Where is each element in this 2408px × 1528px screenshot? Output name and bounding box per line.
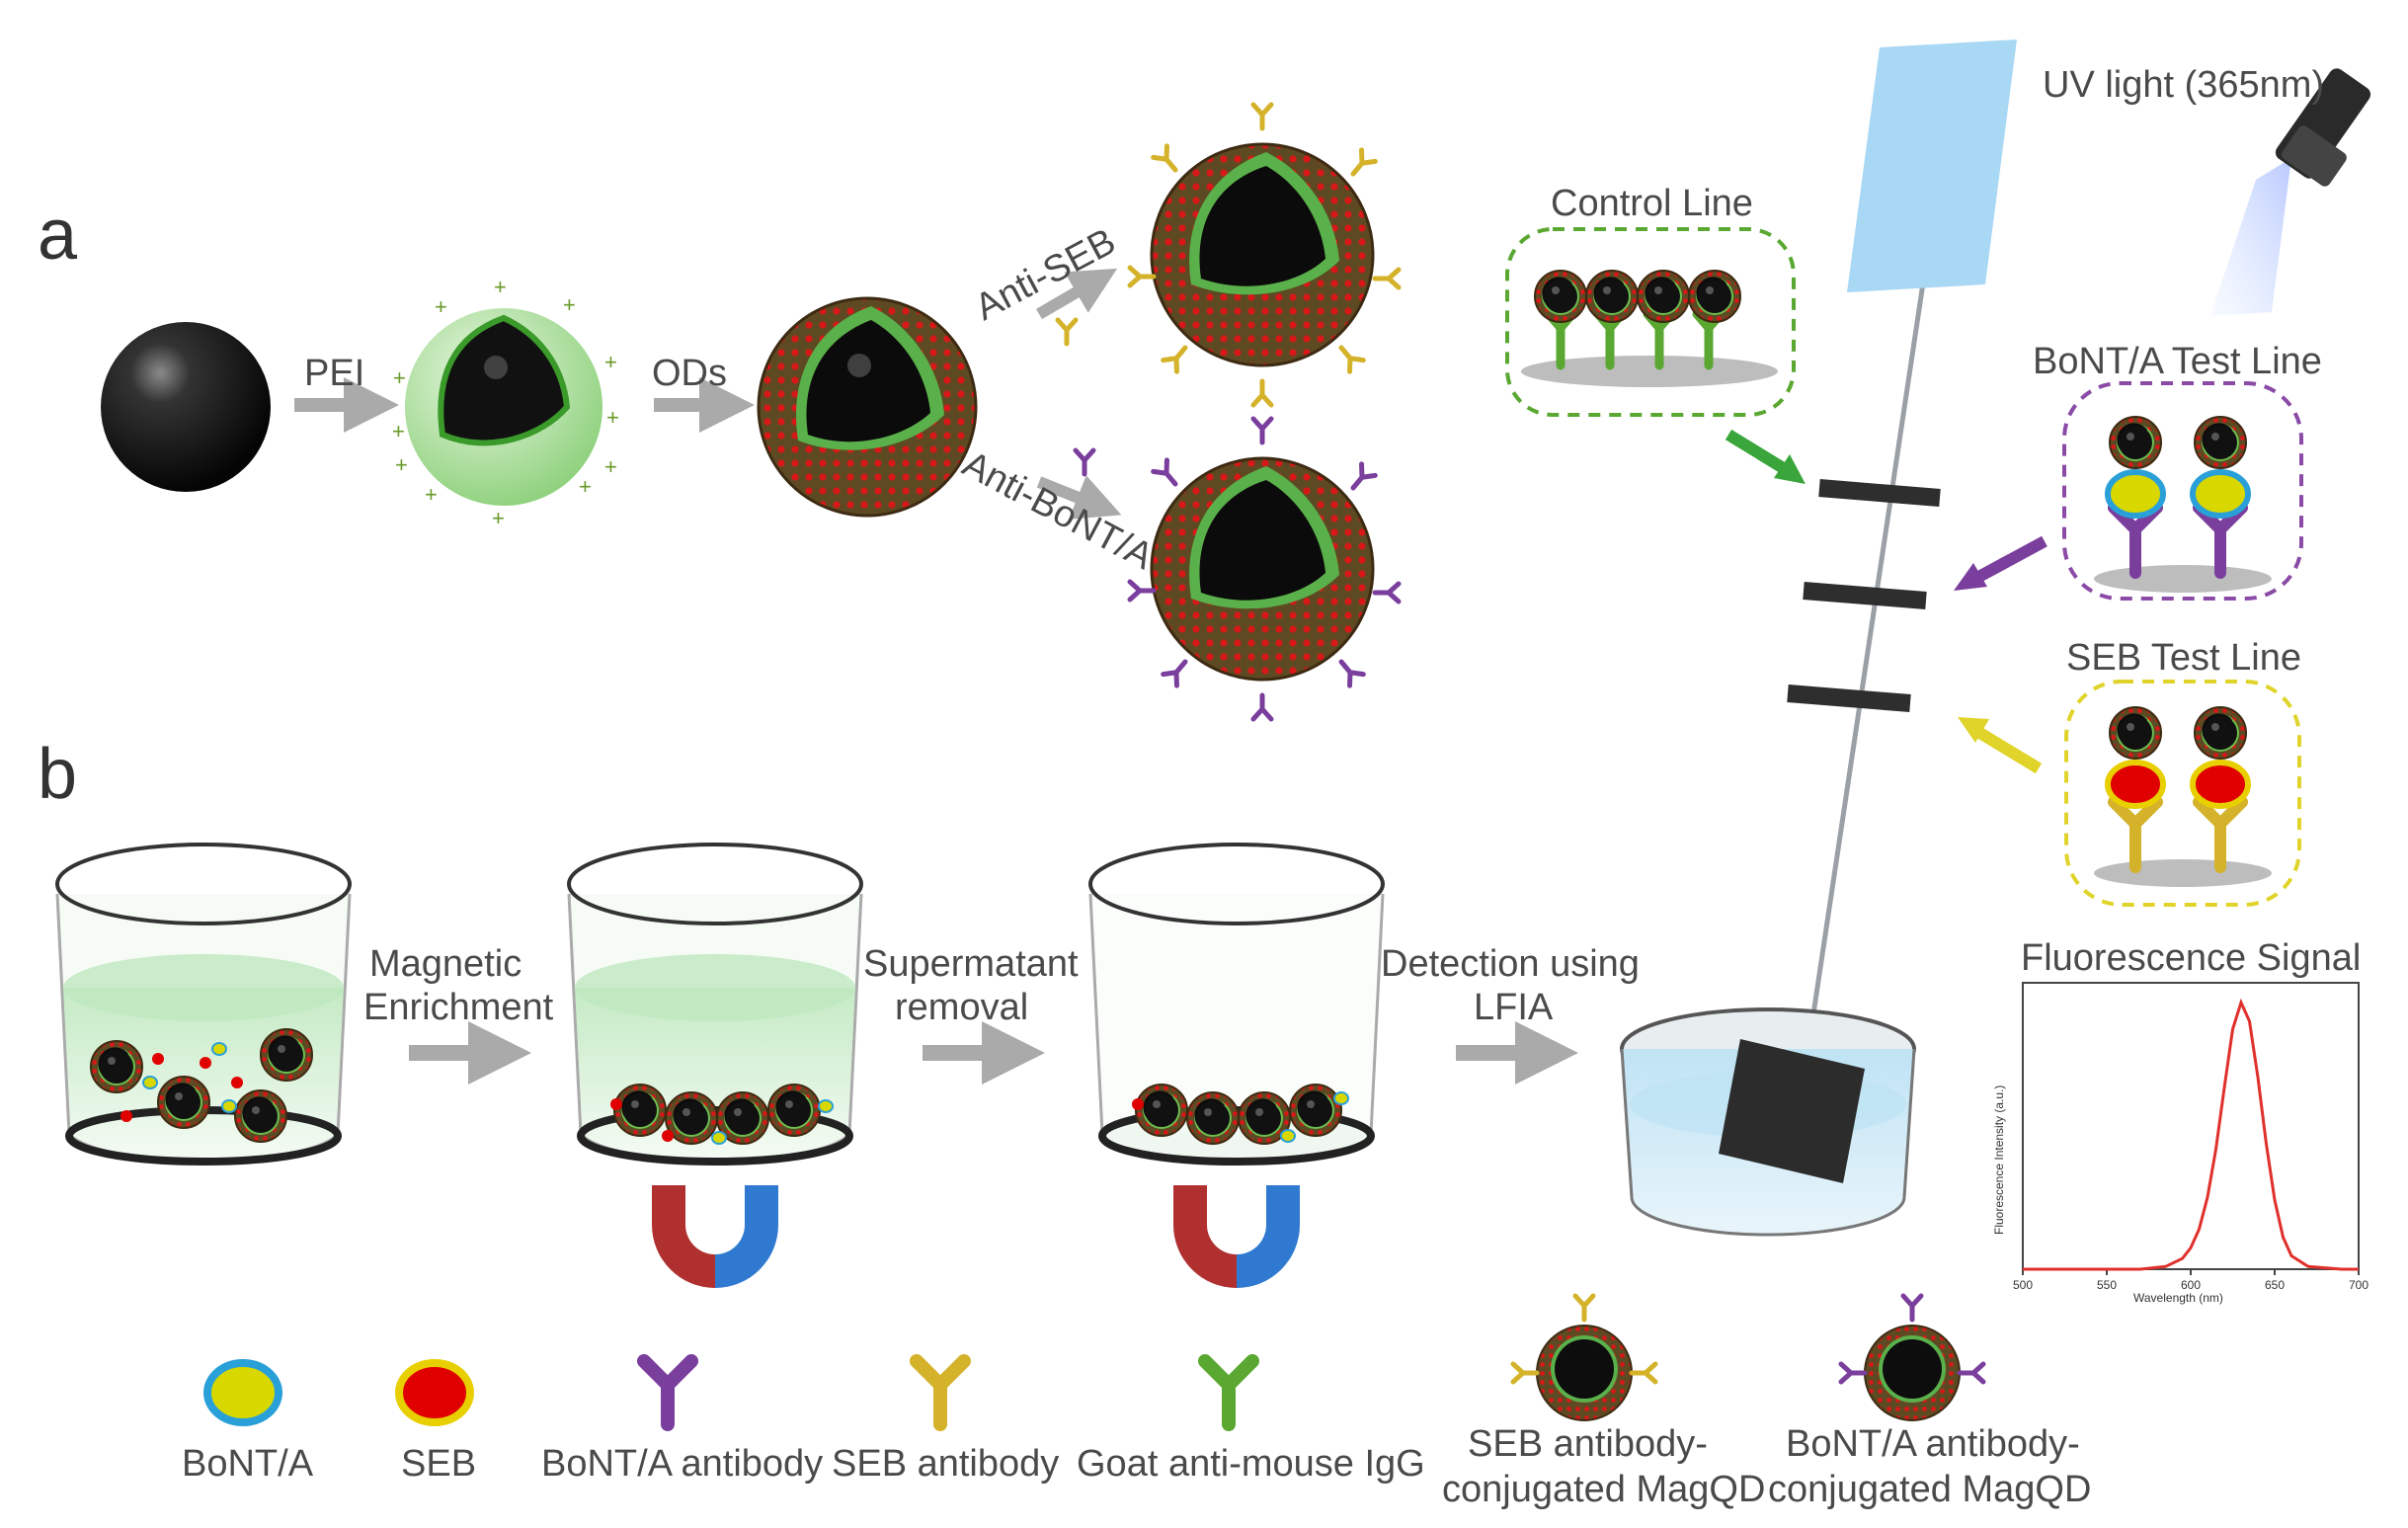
legend-seb-antibody-label: SEB antibody — [832, 1443, 1059, 1485]
legend-bont-magqd-symbol — [1841, 1296, 1983, 1421]
chart-ylabel: Fluorescence Intensity (a.u.) — [1992, 1086, 2006, 1235]
svg-text:+: + — [604, 454, 617, 479]
chart-xticks: 500 550 600 650 700 — [2013, 1269, 2368, 1292]
bont-magqd-sphere — [1130, 419, 1399, 719]
control-line-callout — [1505, 227, 1796, 417]
step-supernatant-line1: Supermatant — [863, 943, 1079, 985]
magnetic-core-sphere — [101, 322, 271, 492]
lfia-strip-assembly: UV light (365nm) Control Line BoNT/A Tes… — [1505, 40, 2371, 1237]
svg-text:+: + — [392, 419, 405, 443]
svg-text:+: + — [606, 405, 619, 430]
chart-xlabel: Wavelength (nm) — [2133, 1291, 2223, 1305]
beaker-1-mixture — [55, 843, 352, 1166]
legend-goat-antibody-symbol — [1198, 1354, 1259, 1431]
step-magnetic-line2: Enrichment — [363, 987, 554, 1028]
panel-b-workflow: Magnetic Enrichment Supermatant removal — [55, 843, 1640, 1288]
label-ods: ODs — [652, 353, 727, 394]
chart-xtick-label: 650 — [2265, 1278, 2285, 1292]
bont-test-line-arrow — [1968, 535, 2047, 587]
control-line-band — [1818, 479, 1941, 507]
legend-seb-magqd-symbol — [1513, 1296, 1655, 1421]
svg-text:+: + — [604, 350, 617, 374]
seb-test-line-band — [1787, 684, 1911, 712]
svg-text:+: + — [425, 482, 438, 507]
step-detection-line1: Detection using — [1381, 943, 1640, 985]
svg-text:+: + — [395, 452, 408, 477]
pei-coated-sphere: + + + + + + + + + + + + — [392, 275, 619, 530]
uv-light-label: UV light (365nm) — [2043, 64, 2324, 106]
arrow-anti-bont — [1036, 475, 1122, 520]
bont-antibody-icon — [1076, 450, 1093, 474]
chart-series-line — [2023, 998, 2359, 1271]
control-line-label: Control Line — [1551, 183, 1753, 224]
step-detection-line2: LFIA — [1474, 987, 1554, 1028]
svg-text:+: + — [494, 275, 507, 299]
control-line-arrow — [1725, 429, 1794, 478]
seb-antibody-icon — [1058, 320, 1076, 344]
panel-label-b: b — [38, 735, 77, 814]
beaker-2-enriched — [567, 843, 863, 1288]
absorbent-pad — [1847, 40, 2017, 292]
qd-loaded-sphere — [757, 296, 978, 518]
svg-text:+: + — [579, 474, 592, 499]
svg-text:+: + — [563, 292, 576, 317]
step-magnetic-line1: Magnetic — [369, 943, 522, 985]
legend-seb-symbol — [395, 1359, 474, 1426]
legend-bont-antibody-symbol — [637, 1354, 698, 1431]
legend-bont-magqd-line1: BoNT/A antibody- — [1786, 1423, 2080, 1465]
chart-xtick-label: 700 — [2349, 1278, 2368, 1292]
seb-test-line-callout — [2064, 680, 2301, 907]
control-line-complex — [1521, 270, 1778, 387]
svg-text:+: + — [435, 294, 447, 319]
legend-goat-antibody-label: Goat anti-mouse IgG — [1077, 1443, 1425, 1485]
legend-bont-magqd-line2: conjugated MagQD — [1768, 1469, 2091, 1510]
step-supernatant-line2: removal — [895, 987, 1028, 1028]
chart-plot-frame — [2022, 982, 2360, 1270]
legend-bont-antibody-label: BoNT/A antibody — [541, 1443, 823, 1485]
chart-xtick-label: 550 — [2097, 1278, 2117, 1292]
bont-test-line-label: BoNT/A Test Line — [2033, 341, 2322, 382]
chart-title: Fluorescence Signal — [2021, 937, 2361, 979]
label-pei: PEI — [304, 353, 364, 394]
uv-flashlight — [2210, 68, 2371, 316]
bont-test-line-band — [1803, 582, 1927, 609]
arrow-anti-seb — [1035, 268, 1118, 320]
svg-text:+: + — [492, 506, 505, 530]
panel-label-a: a — [38, 196, 78, 275]
panel-a-synthesis: PEI +++ +++ +++ +++ ODs Anti-SEB — [101, 105, 1399, 719]
legend-seb-magqd-line2: conjugated MagQD — [1442, 1469, 1765, 1510]
svg-text:+: + — [393, 365, 406, 390]
seb-test-line-label: SEB Test Line — [2066, 637, 2301, 679]
legend: BoNT/A SEB BoNT/A antibody SEB antibody … — [182, 1296, 2091, 1510]
beaker-3-washed — [1088, 843, 1385, 1288]
sample-well — [1620, 1007, 1916, 1237]
legend-seb-magqd-line1: SEB antibody- — [1468, 1423, 1708, 1465]
legend-bont-symbol — [203, 1359, 282, 1426]
seb-magqd-sphere — [1130, 105, 1399, 405]
legend-seb-label: SEB — [401, 1443, 476, 1485]
seb-test-line-complex — [2094, 706, 2272, 887]
legend-seb-antibody-symbol — [910, 1354, 971, 1431]
chart-xtick-label: 600 — [2181, 1278, 2201, 1292]
fluorescence-chart: Fluorescence Signal Fluorescence Intensi… — [1992, 937, 2368, 1305]
bont-test-line-callout — [2062, 381, 2303, 601]
label-anti-bont: Anti-BoNT/A — [956, 443, 1161, 579]
chart-xtick-label: 500 — [2013, 1278, 2033, 1292]
bont-test-line-complex — [2094, 416, 2272, 593]
seb-test-line-arrow — [1969, 723, 2043, 774]
legend-bont-label: BoNT/A — [182, 1443, 314, 1485]
